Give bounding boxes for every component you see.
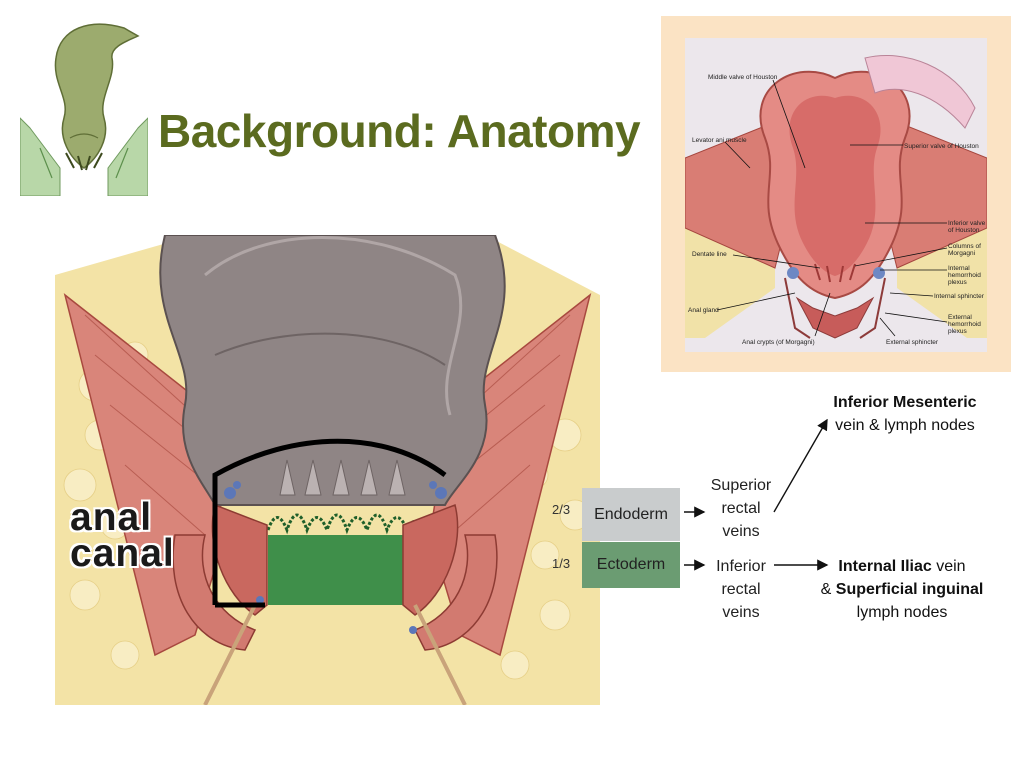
anal-canal-illustration	[55, 235, 600, 705]
label-external-plexus-1: External	[948, 314, 972, 321]
inferior-rectal-veins: Inferior rectal veins	[702, 555, 780, 624]
label-columns-1: Columns of	[948, 243, 981, 250]
inferior-veins-line1: Inferior	[716, 558, 766, 575]
label-anal-gland: Anal gland	[688, 307, 719, 314]
inferior-veins-line3: veins	[722, 604, 760, 621]
label-superior-valve: Superior valve of Houston	[904, 143, 979, 150]
superior-veins-line2: rectal	[721, 500, 761, 517]
inset-leader-lines	[716, 79, 948, 337]
superior-veins-line1: Superior	[710, 477, 772, 494]
anal-canal-label-line2: canal	[70, 532, 175, 575]
label-dentate: Dentate line	[692, 251, 727, 258]
internal-iliac-bold: Internal Iliac	[838, 558, 932, 575]
inferior-mesenteric-bold: Inferior Mesenteric	[833, 394, 977, 411]
anal-canal-label-line1: anal	[70, 496, 153, 539]
inferior-veins-line2: rectal	[721, 581, 761, 598]
superficial-inguinal-bold: Superficial inguinal	[835, 581, 984, 598]
superficial-prefix: &	[820, 581, 836, 598]
lymph-nodes-text: lymph nodes	[856, 604, 948, 621]
label-external-plexus-2: hemorrhoid	[948, 321, 981, 328]
label-anal-crypts: Anal crypts (of Morgagni)	[742, 339, 815, 346]
label-external-sphincter: External sphincter	[886, 339, 939, 346]
endoderm-label: Endoderm	[594, 505, 668, 523]
label-inferior-valve-2: of Houston	[948, 227, 980, 234]
internal-iliac-destination: Internal Iliac vein & Superficial inguin…	[806, 555, 998, 624]
fraction-endoderm: 2/3	[552, 502, 571, 517]
rectum-anatomy-illustration	[685, 38, 987, 352]
superior-veins-line3: veins	[722, 523, 760, 540]
slide-title: Background: Anatomy	[158, 105, 641, 157]
endoderm-box: Endoderm	[582, 488, 680, 541]
colon-thumbnail-illustration	[20, 23, 148, 196]
label-levator: Levator ani muscle	[692, 137, 747, 144]
label-external-plexus-3: plexus	[948, 328, 967, 335]
inferior-mesenteric-rest: vein & lymph nodes	[835, 417, 975, 434]
ectoderm-box: Ectoderm	[582, 542, 680, 588]
label-middle-valve: Middle valve of Houston	[708, 74, 778, 81]
fraction-ectoderm: 1/3	[552, 556, 571, 571]
anal-canal-label: anal canal	[70, 496, 175, 575]
label-internal-sphincter: Internal sphincter	[934, 293, 984, 300]
label-internal-plexus-2: hemorrhoid	[948, 272, 981, 279]
label-inferior-valve-1: Inferior valve	[948, 220, 986, 227]
label-columns-2: Morgagni	[948, 250, 976, 257]
label-internal-plexus-3: plexus	[948, 279, 967, 286]
ectoderm-label: Ectoderm	[596, 556, 666, 573]
inferior-mesenteric-destination: Inferior Mesenteric vein & lymph nodes	[816, 391, 994, 437]
superior-rectal-veins: Superior rectal veins	[702, 474, 780, 543]
label-internal-plexus-1: Internal	[948, 265, 970, 272]
internal-iliac-rest: vein	[931, 558, 966, 575]
